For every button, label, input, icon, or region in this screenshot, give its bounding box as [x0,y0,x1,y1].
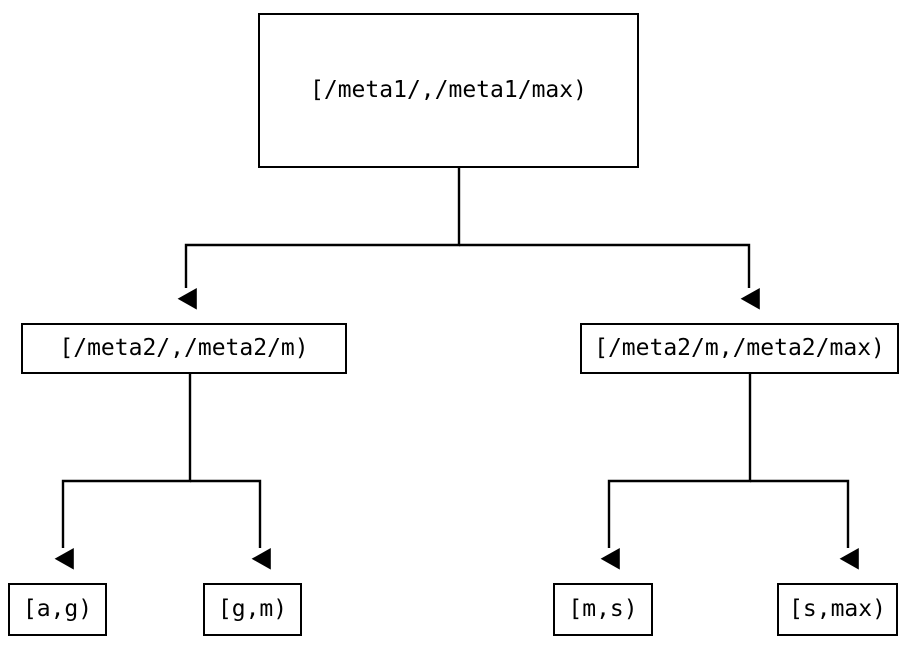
tree-node-leaf-m-s[interactable]: [m,s) [553,583,653,636]
edge-mid-right-to-leaf-s-max [750,479,859,570]
edge-mid-left-to-leaf-g-m [190,479,271,570]
edge-mid-left-to-leaf-a-g [54,374,192,570]
tree-node-root-label: [/meta1/,/meta1/max) [310,77,587,103]
tree-node-leaf-g-m-label: [g,m) [217,596,288,622]
tree-node-leaf-m-s-label: [m,s) [568,596,638,622]
tree-node-leaf-a-g[interactable]: [a,g) [8,583,107,636]
edge-root-to-mid-right [459,243,760,310]
tree-node-mid-left[interactable]: [/meta2/,/meta2/m) [21,323,347,374]
tree-node-leaf-g-m[interactable]: [g,m) [203,583,302,636]
edge-root-to-mid-left [177,168,461,310]
tree-node-leaf-s-max[interactable]: [s,max) [777,583,898,636]
tree-node-mid-left-label: [/meta2/,/meta2/m) [59,335,309,361]
tree-node-root[interactable]: [/meta1/,/meta1/max) [258,13,639,168]
tree-node-leaf-s-max-label: [s,max) [789,596,886,622]
tree-node-mid-right-label: [/meta2/m,/meta2/max) [594,335,885,361]
tree-node-leaf-a-g-label: [a,g) [22,596,93,622]
edge-mid-right-to-leaf-m-s [600,374,752,570]
tree-node-mid-right[interactable]: [/meta2/m,/meta2/max) [580,323,899,374]
